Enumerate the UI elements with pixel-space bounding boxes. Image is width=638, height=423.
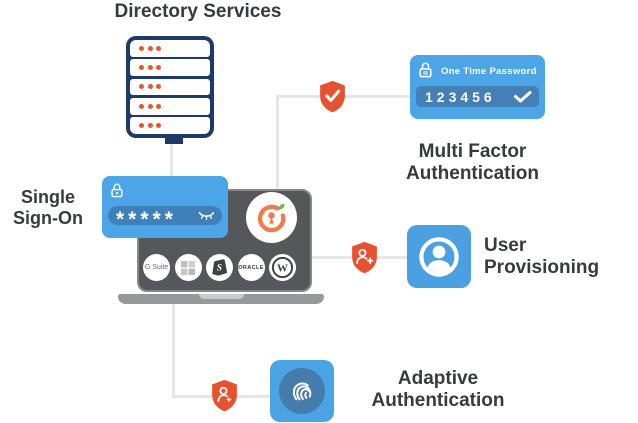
server-stand <box>165 136 183 144</box>
shield-user-plus-icon <box>351 241 378 274</box>
keyhole-icon <box>269 215 274 224</box>
user-icon <box>419 236 459 277</box>
shield-check-icon <box>319 80 346 113</box>
checkmark-icon <box>514 90 532 103</box>
directory-server-icon <box>126 36 214 138</box>
adaptive-authentication-label: Adaptive Authentication <box>371 368 505 411</box>
oracle-icon: ORACLE <box>237 254 265 281</box>
lock-icon <box>111 183 123 198</box>
password-mask: ***** <box>116 207 177 231</box>
connector-laptop-adaptive-vertical <box>172 302 175 398</box>
connector-server-sso <box>170 137 173 177</box>
server-row <box>130 40 210 57</box>
microsoft-icon <box>174 254 202 281</box>
user-provisioning-label: User Provisioning <box>484 235 600 278</box>
single-sign-on-label: Single Sign-On <box>13 187 83 228</box>
otp-code-field: 123456 <box>416 86 539 107</box>
fingerprint-circle <box>279 368 325 414</box>
fingerprint-icon <box>292 382 312 401</box>
laptop-notch <box>199 294 244 299</box>
server-row <box>130 78 210 96</box>
laptop-base <box>118 294 324 304</box>
user-provisioning-tile <box>407 225 471 288</box>
shopify-icon: S <box>206 254 233 281</box>
app-icons-row: G Suite S ORACLE W <box>143 254 296 281</box>
adaptive-authentication-tile <box>270 360 334 422</box>
svg-text:W: W <box>277 263 288 275</box>
server-row <box>130 97 210 115</box>
leaf-icon <box>278 203 285 210</box>
otp-card: One Time Password 123456 <box>410 55 545 119</box>
connector-laptop-otp-vertical <box>276 97 279 190</box>
otp-code: 123456 <box>425 88 496 105</box>
miniorange-logo-icon <box>257 203 286 233</box>
server-row <box>130 59 210 77</box>
svg-text:S: S <box>217 263 222 273</box>
lock-icon <box>419 62 432 78</box>
g-suite-icon: G Suite <box>143 254 170 281</box>
sso-password-card: ***** <box>102 176 228 238</box>
password-field: ***** <box>108 206 222 231</box>
shield-user-star-icon <box>211 379 238 412</box>
wordpress-icon: W <box>269 254 296 281</box>
eye-closed-icon <box>198 211 215 220</box>
multi-factor-label: Multi Factor Authentication <box>406 141 539 184</box>
server-row <box>130 117 210 134</box>
miniorange-logo <box>246 192 297 243</box>
otp-card-title: One Time Password <box>441 66 537 77</box>
directory-services-label: Directory Services <box>114 1 282 22</box>
